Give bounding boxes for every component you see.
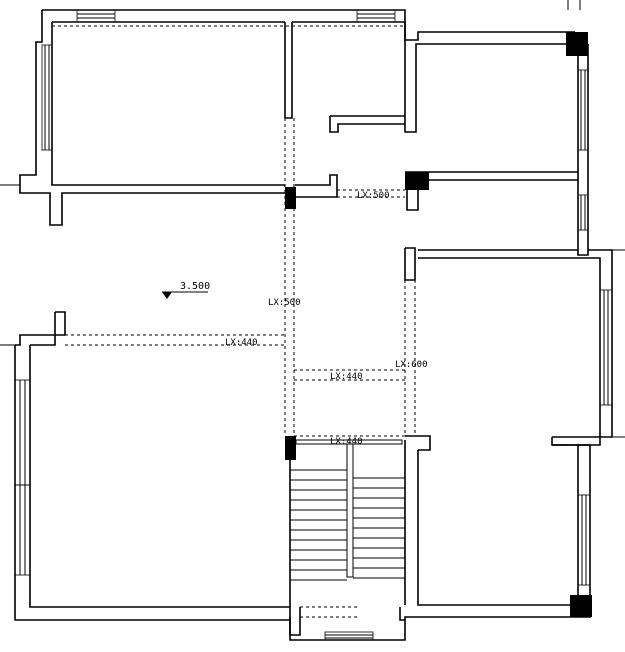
stair-treads-left <box>290 469 347 581</box>
beam-labels: LX:500 LX:500 LX:440 LX:600 LX:440 LX:44… <box>225 191 428 447</box>
stair-treads-right <box>353 477 405 579</box>
column-center-lower <box>285 436 296 460</box>
beam-label-lx-440-left: LX:440 <box>225 338 258 348</box>
column-top-right <box>566 32 588 56</box>
column-mid-right <box>405 172 429 190</box>
beam-lines <box>52 25 418 618</box>
beam-label-lx-500-top: LX:500 <box>357 191 390 201</box>
exterior-walls <box>14 9 613 641</box>
elevation-triangle-icon <box>162 292 172 299</box>
column-center-upper <box>285 187 296 209</box>
structural-columns <box>285 32 592 617</box>
beam-label-lx-500-vertical: LX:500 <box>268 298 301 308</box>
beam-label-lx-440-lower: LX:440 <box>330 437 363 447</box>
staircase[interactable] <box>290 439 405 581</box>
elevation-value: 3.500 <box>180 281 210 292</box>
beam-label-lx-440-mid: LX:440 <box>330 372 363 382</box>
elevation-marker: 3.500 <box>162 281 210 299</box>
column-bottom-right <box>570 595 592 617</box>
beam-label-lx-600-right: LX:600 <box>395 360 428 370</box>
